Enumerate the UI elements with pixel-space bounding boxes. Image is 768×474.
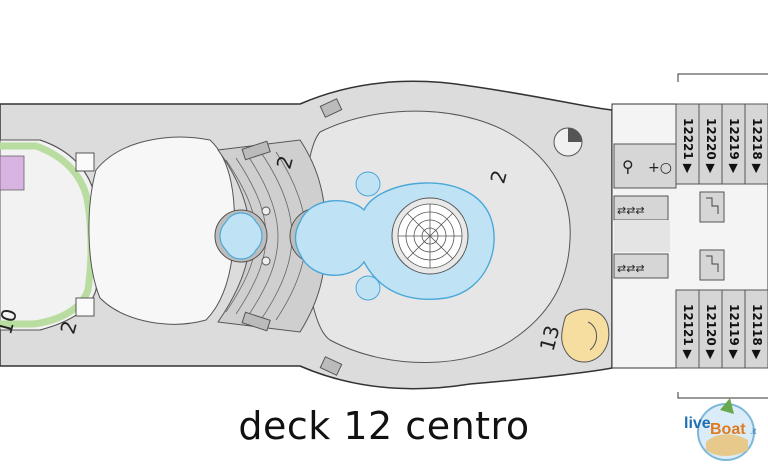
stairwell-bottom <box>699 249 725 281</box>
cabin-number: 12119 ▶ <box>727 304 741 360</box>
column-top <box>75 152 95 172</box>
compass-wedge <box>568 128 582 142</box>
column-bottom <box>75 297 95 317</box>
cabins-top-labels: 12221 ▶ 12220 ▶ 12219 ▶ 12218 ▶ <box>681 118 764 174</box>
stair-zigzag-top <box>706 197 719 214</box>
cabin-number: 12118 ▶ <box>750 304 764 360</box>
logo-text-boat: Boat <box>710 421 746 438</box>
logo-text-live: live <box>684 415 711 432</box>
stair-sign-hull-bottom <box>319 356 343 376</box>
lift-glyphs-bottom: ⇄⇄⇄ <box>617 262 645 275</box>
label-left-edge: 10 <box>0 306 22 337</box>
lifts-top <box>613 195 669 221</box>
cabin-number: 12218 ▶ <box>750 118 764 174</box>
pool-lobe-bottom <box>355 275 381 301</box>
lift-glyphs-top: ⇄⇄⇄ <box>617 204 645 217</box>
purple-block <box>0 155 25 191</box>
stair-zigzag-bottom <box>706 255 719 272</box>
pool-post-1 <box>261 206 271 216</box>
cabins-bottom-labels: 12121 ▶ 12120 ▶ 12119 ▶ 12118 ▶ <box>681 304 764 360</box>
small-pool <box>219 212 263 260</box>
cabin-number: 12120 ▶ <box>704 304 718 360</box>
jacuzzi <box>561 308 610 363</box>
label-left-bottom: 2 <box>55 318 81 337</box>
corridor-top <box>614 220 670 252</box>
deck-caption: deck 12 centro <box>238 404 530 448</box>
logo-text-suffix: .it <box>750 427 757 436</box>
cabin-block-bottom <box>675 289 768 369</box>
bracket-bottom <box>677 392 768 399</box>
pool-lobe-top <box>355 171 381 197</box>
stair-sign-top <box>241 140 271 161</box>
pool-post-2 <box>261 256 271 266</box>
stair-sign-bottom <box>241 311 271 332</box>
stair-sign-hull-top <box>319 98 343 118</box>
jacuzzi-inner <box>587 321 597 351</box>
stairwell-top <box>699 191 725 223</box>
cabin-number: 12220 ▶ <box>704 118 718 174</box>
cabin-number: 12121 ▶ <box>681 304 695 360</box>
search-glyph: ⚲ <box>622 157 634 176</box>
liveboat-logo: live Boat .it <box>676 388 766 470</box>
label-pool-deck: 2 <box>485 168 511 187</box>
cabin-number: 12221 ▶ <box>681 118 695 174</box>
cabin-number: 12219 ▶ <box>727 118 741 174</box>
lifts-bottom <box>613 253 669 279</box>
bracket-top <box>677 73 768 82</box>
fountain-rose <box>397 203 463 269</box>
label-stairs: 2 <box>272 153 298 172</box>
lounge-area <box>88 136 235 325</box>
restroom-glyph: +○ <box>648 160 672 176</box>
cabin-block-top <box>675 103 768 185</box>
elevator-zone <box>613 143 677 189</box>
